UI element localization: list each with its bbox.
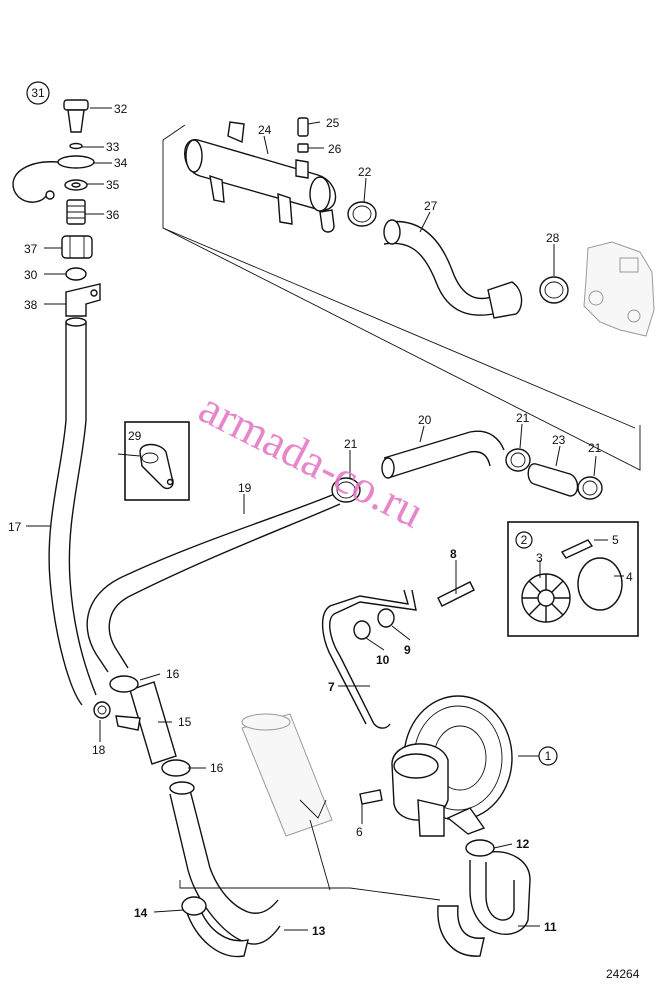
callout-2: 2 [521, 533, 528, 547]
hose-17 [48, 322, 97, 706]
callout-35: 35 [106, 178, 120, 192]
callout-11: 11 [544, 920, 557, 934]
callout-10: 10 [376, 653, 390, 667]
callout-38: 38 [24, 298, 38, 312]
callout-15: 15 [178, 715, 192, 729]
impeller-icon [522, 574, 570, 622]
hose-20 [381, 430, 531, 479]
hose-23 [527, 463, 603, 500]
callout-1-circle [538, 746, 558, 766]
leader-lines [26, 107, 624, 931]
callout-3: 3 [536, 551, 543, 565]
callout-12: 12 [516, 837, 530, 851]
callout-5: 5 [612, 533, 619, 547]
callout-30: 30 [24, 268, 38, 282]
hose-11 [437, 839, 531, 957]
callout-27: 27 [424, 199, 438, 213]
callout-16a: 16 [166, 667, 180, 681]
callout-28: 28 [546, 231, 560, 245]
hose-13 [169, 781, 281, 958]
clamp-18 [93, 701, 111, 719]
callout-21a: 21 [344, 437, 358, 451]
callout-6: 6 [356, 825, 363, 839]
callout-24: 24 [258, 123, 272, 137]
callout-16b: 16 [210, 761, 224, 775]
callout-1: 1 [545, 749, 552, 763]
upper-hose-set [347, 201, 569, 319]
callout-21b: 21 [516, 411, 530, 425]
callout-2-circle [515, 531, 533, 549]
callout-32: 32 [114, 102, 128, 116]
callout-29: 29 [128, 429, 142, 443]
callout-14: 14 [134, 906, 148, 920]
callout-25: 25 [326, 116, 340, 130]
inset-29 [124, 421, 190, 501]
callout-33: 33 [106, 140, 120, 154]
callout-31: 31 [31, 86, 45, 100]
filler-cap-assembly [12, 99, 101, 317]
callout-36: 36 [106, 208, 120, 222]
seawater-pump [359, 695, 513, 837]
callout-labels: 31 32 33 34 35 36 37 30 38 17 24 25 26 2… [8, 81, 640, 981]
callout-13: 13 [312, 924, 326, 938]
drawing-number: 24264 [606, 967, 640, 981]
callout-19: 19 [238, 481, 252, 495]
callout-21c: 21 [588, 441, 602, 455]
callout-17: 17 [8, 520, 22, 534]
callout-23: 23 [552, 433, 566, 447]
callout-22: 22 [358, 165, 372, 179]
heat-exchanger [184, 121, 337, 233]
callout-34: 34 [114, 156, 128, 170]
callout-8: 8 [450, 547, 457, 561]
callout-37: 37 [24, 242, 38, 256]
hose-19 [86, 477, 361, 673]
callout-9: 9 [404, 643, 411, 657]
watermark: armada-co.ru [191, 381, 431, 537]
callout-7: 7 [328, 680, 335, 694]
callout-26: 26 [328, 142, 342, 156]
filter-ghost [241, 713, 333, 837]
assembly-frame [162, 124, 641, 471]
engine-block-ghost [583, 241, 655, 337]
ghost-pipe-link [179, 880, 441, 901]
callout-18: 18 [92, 743, 106, 757]
callout-4: 4 [626, 570, 633, 584]
callout-20: 20 [418, 413, 432, 427]
hose-15 [109, 675, 191, 777]
callout-31-circle [26, 81, 50, 105]
drain-plug [297, 117, 309, 153]
